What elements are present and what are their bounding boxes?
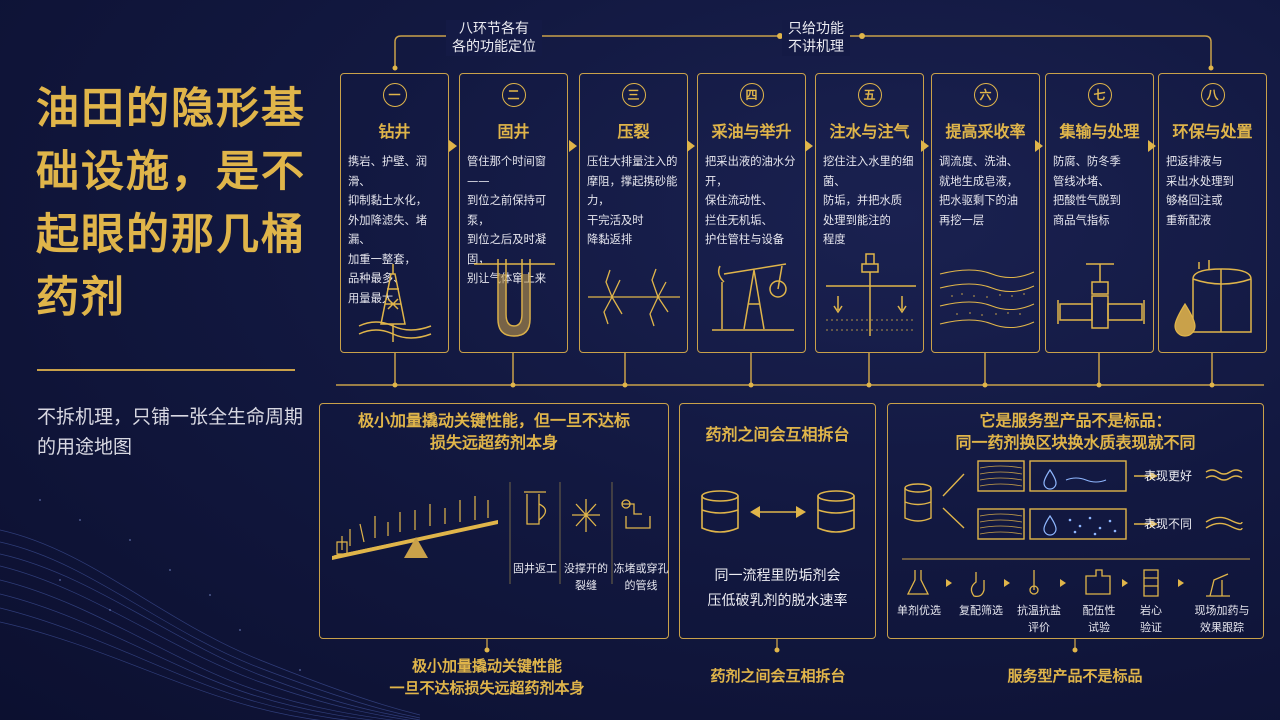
caption-blocked-pipeline: 冻堵或穿孔 的管线: [613, 562, 669, 592]
top-note-left: 八环节各有 各的功能定位: [446, 20, 542, 56]
stage-number: 六: [973, 83, 998, 107]
stage-card-5: 五 注水与注气 挖住注入水里的细菌、 防垢，并把水质 处理到能注的 程度: [815, 73, 924, 353]
stage-name: 固井: [497, 122, 530, 141]
stage-number: 八: [1200, 83, 1225, 107]
title-divider: [37, 369, 295, 371]
top-note-right: 只给功能 不讲机理: [782, 20, 850, 56]
stage-card-3: 三 压裂 压住大排量注入的 摩阻，撑起携砂能力， 干完活及时 降黏返排: [579, 73, 688, 353]
stage-description: 把采出液的油水分开， 保住流动性、 拦住无机垢、 护住管柱与设备: [705, 155, 796, 246]
reservoir-layers-icon: [939, 269, 1035, 328]
step-single-agent: 单剂优选: [897, 604, 941, 617]
injection-well-icon: [826, 253, 916, 336]
panel-service-product-title: 它是服务型产品不是标品： 同一药剂换区块换水质表现就不同: [955, 411, 1196, 452]
panel-interference: 药剂之间会互相拆台 同一流程里防垢剂会 压低破乳剂的脱水速率: [679, 403, 876, 639]
stage-description: 把返排液与 采出水处理到 够格回注或 重新配液: [1166, 155, 1234, 227]
panel-interference-title: 药剂之间会互相拆台: [705, 425, 850, 444]
page-title: 油田的隐形基础设施，是不起眼的那几桶药剂: [36, 84, 306, 323]
drilling-rig-icon: [358, 264, 432, 342]
drums-conflict-illustration: [701, 490, 855, 533]
stage-description: 防腐、防冬季 管线冰堵、 把酸性气脱到 商品气指标: [1053, 155, 1121, 227]
stage-number: 四: [739, 83, 764, 107]
stage-name: 采油与举升: [711, 122, 792, 141]
outcome-different-label: 表现不同: [1144, 517, 1193, 531]
outcome-better-label: 表现更好: [1144, 469, 1193, 483]
seesaw-illustration: [332, 482, 651, 584]
stage-description: 挖住注入水里的细菌、 防垢，并把水质 处理到能注的 程度: [823, 155, 914, 246]
stage-number: 二: [501, 83, 526, 107]
stage-name: 钻井: [378, 122, 411, 141]
stage-name: 注水与注气: [829, 122, 910, 141]
wave-decoration: [0, 499, 421, 720]
step-compound-screen: 复配筛选: [959, 604, 1003, 617]
stage-description: 压住大排量注入的 摩阻，撑起携砂能力， 干完活及时 降黏返排: [587, 155, 678, 246]
stage-number: 一: [382, 83, 407, 107]
stage-number: 七: [1087, 83, 1112, 107]
stage-name: 集输与处理: [1059, 122, 1140, 141]
stage-name: 提高采收率: [945, 122, 1026, 141]
stage-card-2: 二 固井 管住那个时间窗—— 到位之前保持可泵， 到位之后及时凝固， 别让气体窜…: [459, 73, 568, 353]
stage-card-4: 四 采油与举升 把采出液的油水分开， 保住流动性、 拦住无机垢、 护住管柱与设备: [697, 73, 806, 353]
bottom-label-interference: 药剂之间会互相拆台: [710, 667, 846, 685]
panel-leverage-title: 极小加量撬动关键性能，但一旦不达标 损失远超药剂本身: [357, 411, 630, 452]
bottom-label-leverage: 极小加量撬动关键性能 一旦不达标损失远超药剂本身: [389, 657, 585, 697]
bottom-label-service-product: 服务型产品不是标品: [1007, 667, 1143, 685]
step-compatibility-test: 配伍性 试验: [1082, 604, 1116, 634]
stage-number: 五: [857, 83, 882, 107]
caption-unpropped-fracture: 没撑开的 裂缝: [564, 562, 608, 592]
stage-card-8: 八 环保与处置 把返排液与 采出水处理到 够格回注或 重新配液: [1158, 73, 1267, 353]
cemented-casing-icon: [474, 259, 555, 337]
pumpjack-icon: [712, 263, 794, 331]
page-subtitle: 不拆机理，只铺一张全生命周期的用途地图: [37, 406, 304, 458]
tank-droplet-icon: [1174, 260, 1252, 337]
stage-name: 环保与处置: [1172, 122, 1253, 141]
valve-pipeline-icon: [1057, 263, 1145, 329]
step-core-validation: 岩心 验证: [1140, 604, 1162, 634]
fracture-icon: [588, 268, 680, 327]
step-field-tracking: 现场加药与 效果跟踪: [1194, 604, 1250, 634]
panel-service-product: 它是服务型产品不是标品： 同一药剂换区块换水质表现就不同: [887, 403, 1264, 639]
stage-card-1: 一 钻井 携岩、护壁、润滑、 抑制黏土水化， 外加降滤失、堵漏、 加重一整套， …: [340, 73, 449, 353]
stage-arrows: [336, 140, 1264, 388]
stage-card-7: 七 集输与处理 防腐、防冬季 管线冰堵、 把酸性气脱到 商品气指标: [1045, 73, 1154, 353]
stage-card-6: 六 提高采收率 调流度、洗油、 就地生成皂液， 把水驱剩下的油 再挖一层: [931, 73, 1040, 353]
panel-leverage: 极小加量撬动关键性能，但一旦不达标 损失远超药剂本身 固井返工 没撑开的 裂缝 …: [319, 403, 669, 639]
stage-number: 三: [621, 83, 646, 107]
step-temp-salt-eval: 抗温抗盐 评价: [1017, 604, 1061, 634]
stage-name: 压裂: [617, 122, 650, 141]
stage-description: 调流度、洗油、 就地生成皂液， 把水驱剩下的油 再挖一层: [939, 155, 1019, 227]
panel-interference-text: 同一流程里防垢剂会 压低破乳剂的脱水速率: [707, 568, 848, 609]
stage-description: 携岩、护壁、润滑、 抑制黏土水化， 外加降滤失、堵漏、 加重一整套， 品种最多、…: [348, 155, 428, 305]
caption-cement-rework: 固井返工: [513, 562, 557, 575]
water-quality-illustration: [902, 460, 1250, 598]
